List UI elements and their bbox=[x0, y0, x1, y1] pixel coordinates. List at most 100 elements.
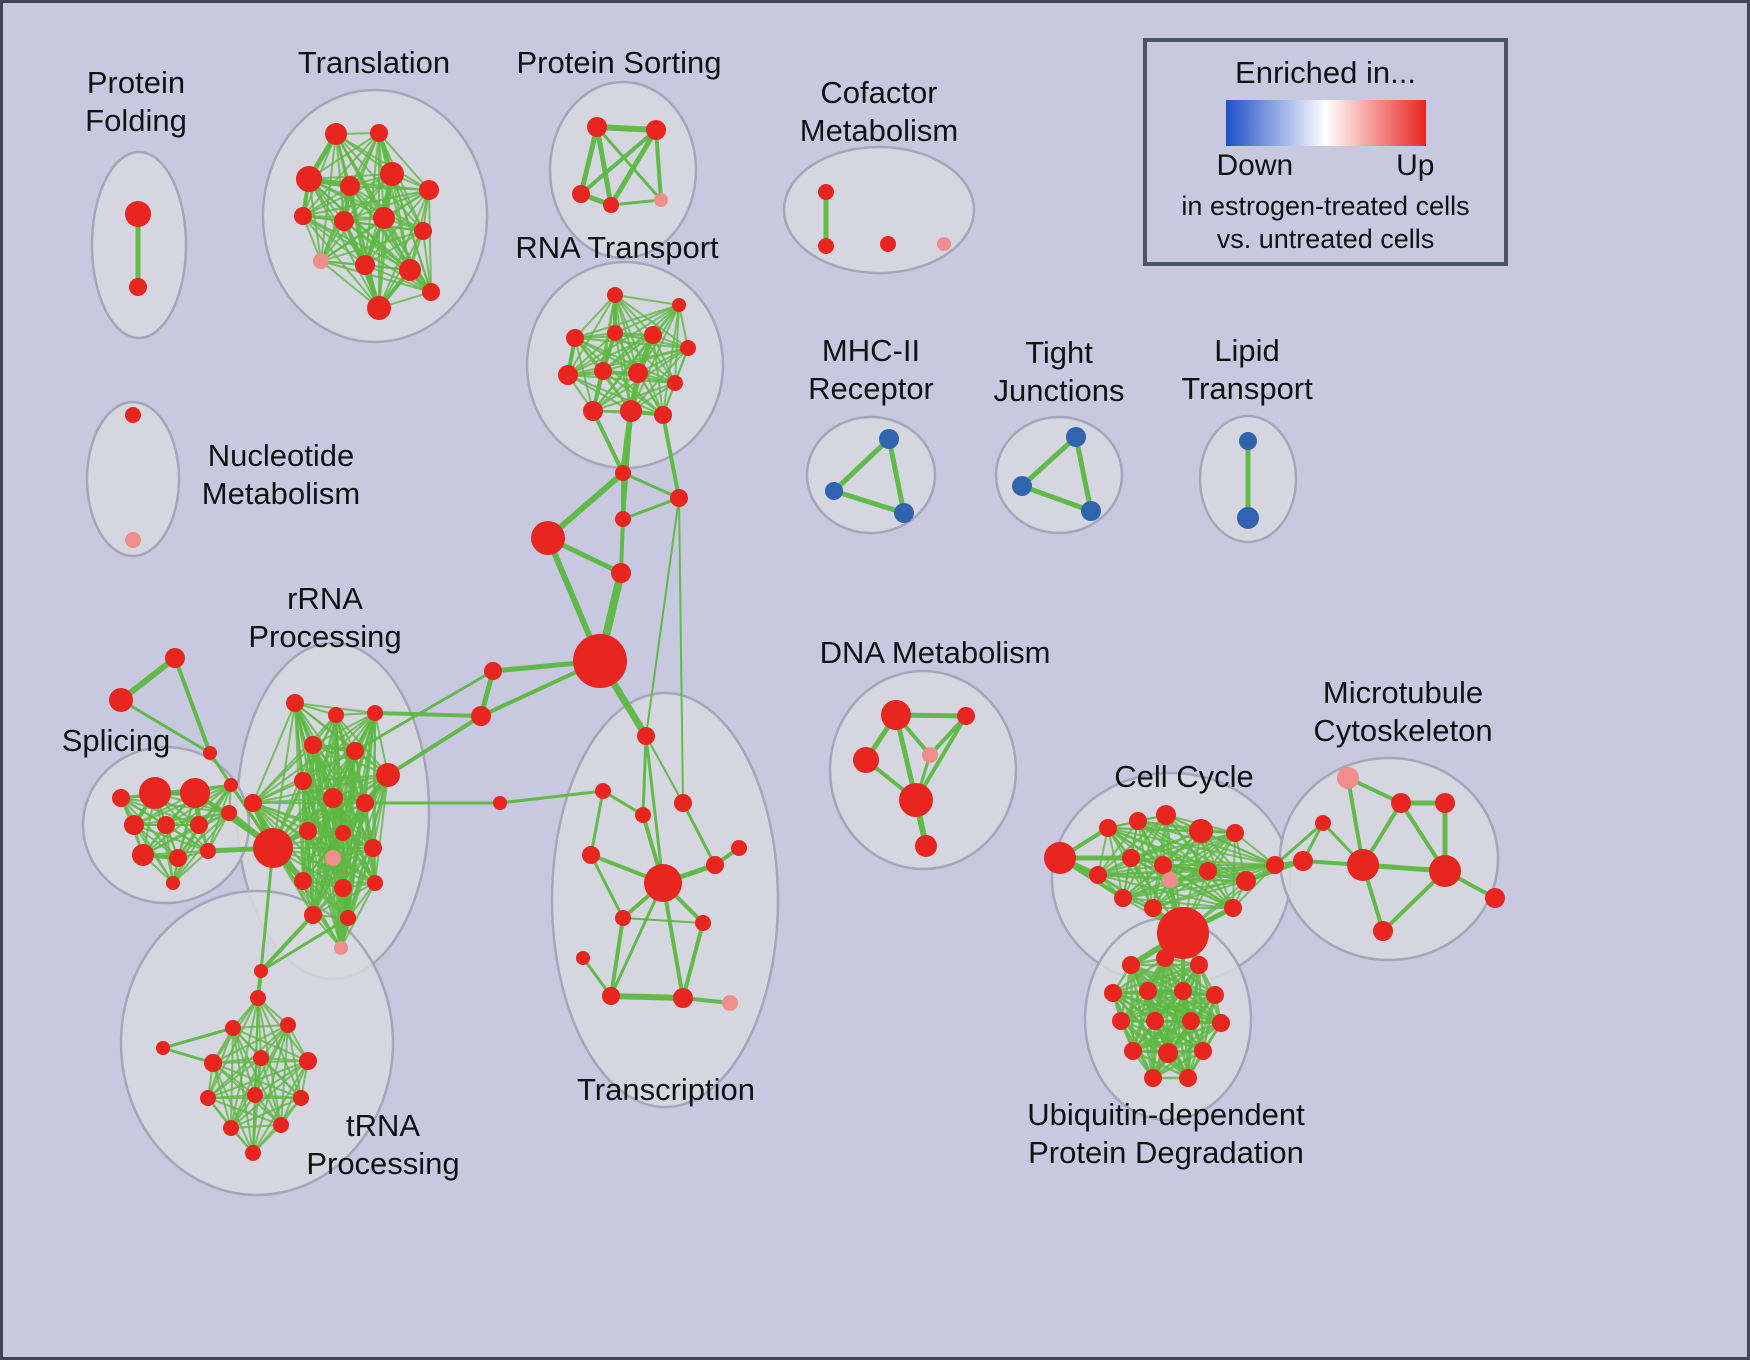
edge bbox=[1097, 874, 1234, 909]
node-tr13 bbox=[722, 995, 738, 1011]
node-tn9 bbox=[293, 1090, 309, 1106]
edge bbox=[259, 913, 315, 973]
edge bbox=[207, 1097, 282, 1126]
label-microtubule-cytoskeleton: Cytoskeleton bbox=[1313, 713, 1492, 748]
label-ubiquitin-degradation: Protein Degradation bbox=[1028, 1135, 1304, 1170]
edge bbox=[579, 128, 658, 196]
node-c14 bbox=[1144, 899, 1162, 917]
node-c12 bbox=[1266, 856, 1284, 874]
edge bbox=[312, 712, 376, 746]
edge bbox=[294, 702, 304, 882]
edge bbox=[641, 734, 648, 817]
edge bbox=[574, 337, 689, 349]
node-tr9 bbox=[615, 910, 631, 926]
edge bbox=[307, 830, 342, 949]
edge bbox=[259, 916, 350, 973]
node-d1 bbox=[881, 700, 911, 730]
edge bbox=[230, 1060, 309, 1129]
node-x2 bbox=[670, 489, 688, 507]
node-c8 bbox=[1154, 856, 1172, 874]
node-r9 bbox=[356, 794, 374, 812]
node-u11 bbox=[1212, 1014, 1230, 1032]
edge bbox=[1119, 993, 1217, 1023]
edge bbox=[1122, 897, 1234, 909]
edge bbox=[374, 774, 389, 884]
node-t4 bbox=[340, 176, 360, 196]
node-u2 bbox=[1156, 949, 1174, 967]
node-rt4 bbox=[607, 325, 623, 341]
cluster-mhc-ii-receptor bbox=[805, 415, 937, 535]
node-t8 bbox=[334, 211, 354, 231]
node-t10 bbox=[414, 222, 432, 240]
edge bbox=[614, 294, 680, 306]
edge bbox=[1146, 989, 1155, 1080]
node-s11 bbox=[166, 876, 180, 890]
node-r7 bbox=[294, 772, 312, 790]
legend-title: Enriched in... bbox=[1235, 55, 1416, 90]
node-tr14 bbox=[576, 951, 590, 965]
edge bbox=[259, 846, 275, 973]
edge bbox=[1165, 814, 1247, 882]
edge bbox=[1107, 827, 1124, 899]
node-rt2 bbox=[672, 298, 686, 312]
node-c2 bbox=[1099, 819, 1117, 837]
label-protein-folding: Folding bbox=[85, 103, 187, 138]
label-microtubule-cytoskeleton: Microtubule bbox=[1323, 675, 1483, 710]
node-rt1 bbox=[607, 287, 623, 303]
node-tn3 bbox=[280, 1017, 296, 1033]
node-c10 bbox=[1199, 862, 1217, 880]
edge bbox=[373, 711, 483, 718]
node-tn1 bbox=[250, 990, 266, 1006]
label-rrna-processing: Processing bbox=[248, 619, 401, 654]
legend-up-label: Up bbox=[1396, 149, 1435, 182]
edge bbox=[1130, 832, 1236, 859]
node-r16 bbox=[334, 879, 352, 897]
edge bbox=[661, 881, 685, 1000]
node-m2 bbox=[825, 482, 843, 500]
node-mt7 bbox=[1485, 888, 1505, 908]
edge bbox=[1151, 1019, 1157, 1080]
node-c6 bbox=[1226, 824, 1244, 842]
label-dna-metabolism: DNA Metabolism bbox=[820, 635, 1051, 670]
label-nucleotide-metabolism: Nucleotide bbox=[208, 438, 354, 473]
label-transcription: Transcription bbox=[577, 1072, 755, 1107]
node-r2 bbox=[328, 707, 344, 723]
node-tn2 bbox=[225, 1020, 241, 1036]
edge bbox=[1151, 1049, 1205, 1080]
node-tn7 bbox=[200, 1090, 216, 1106]
edge bbox=[386, 714, 483, 777]
node-c13 bbox=[1114, 889, 1132, 907]
edge bbox=[383, 217, 432, 293]
edge bbox=[608, 993, 686, 1001]
edge bbox=[589, 853, 625, 920]
edge bbox=[567, 374, 664, 416]
node-tri1 bbox=[165, 648, 185, 668]
node-ps1 bbox=[587, 117, 607, 137]
edge bbox=[609, 198, 663, 207]
node-mt3 bbox=[1435, 793, 1455, 813]
edge bbox=[645, 497, 680, 737]
edge bbox=[1019, 434, 1079, 489]
edge bbox=[252, 774, 389, 804]
edge bbox=[177, 812, 230, 859]
edge bbox=[212, 1062, 232, 1129]
node-m1 bbox=[879, 429, 899, 449]
edge bbox=[422, 230, 432, 293]
node-ps2 bbox=[646, 120, 666, 140]
node-c16 bbox=[1089, 866, 1107, 884]
node-u3 bbox=[1190, 956, 1208, 974]
node-tr4 bbox=[635, 807, 651, 823]
label-rna-transport: RNA Transport bbox=[515, 230, 719, 265]
edge bbox=[1097, 864, 1164, 876]
legend-subtitle-line1: in estrogen-treated cells bbox=[1181, 191, 1470, 221]
node-c11 bbox=[1236, 871, 1256, 891]
node-cchub bbox=[1157, 907, 1209, 959]
node-tn0 bbox=[254, 964, 268, 978]
node-tri2 bbox=[109, 688, 133, 712]
label-tight-junctions: Junctions bbox=[994, 373, 1125, 408]
edge bbox=[589, 789, 605, 857]
node-m3 bbox=[894, 503, 914, 523]
edge bbox=[302, 774, 389, 782]
edge bbox=[254, 1060, 309, 1096]
